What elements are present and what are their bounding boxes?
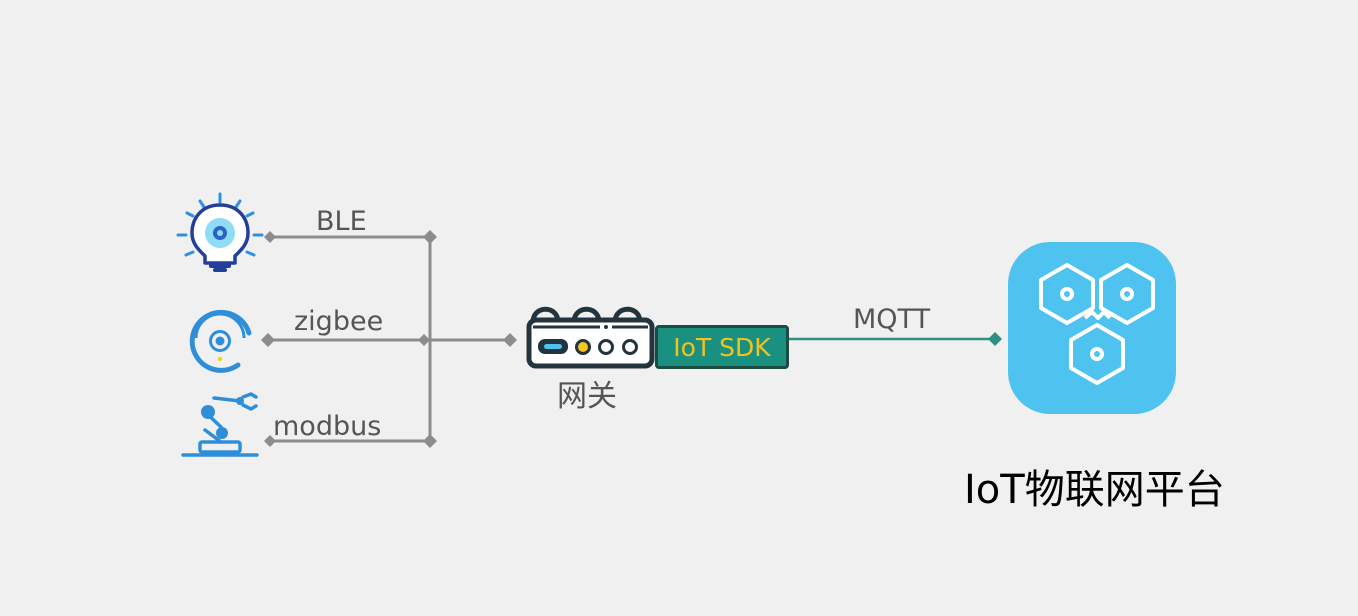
ble-line-end-marker: [423, 230, 437, 244]
zigbee-line-mid-marker: [418, 334, 430, 346]
ble-label: BLE: [316, 206, 367, 237]
modbus-label: modbus: [273, 411, 382, 442]
iot-sdk-box: IoT SDK: [655, 325, 789, 369]
zigbee-label: zigbee: [294, 306, 384, 337]
zigbee-line-start-marker: [261, 333, 275, 347]
modbus-line-end-marker: [423, 434, 437, 448]
gateway-label: 网关: [557, 379, 617, 414]
ble-line-start-marker: [264, 231, 276, 243]
zigbee-line-end-marker: [503, 333, 517, 347]
modbus-line-start-marker: [264, 435, 276, 447]
mqtt-line-end-marker: [988, 332, 1002, 346]
mqtt-label: MQTT: [853, 304, 931, 335]
platform-label: IoT物联网平台: [964, 467, 1225, 513]
